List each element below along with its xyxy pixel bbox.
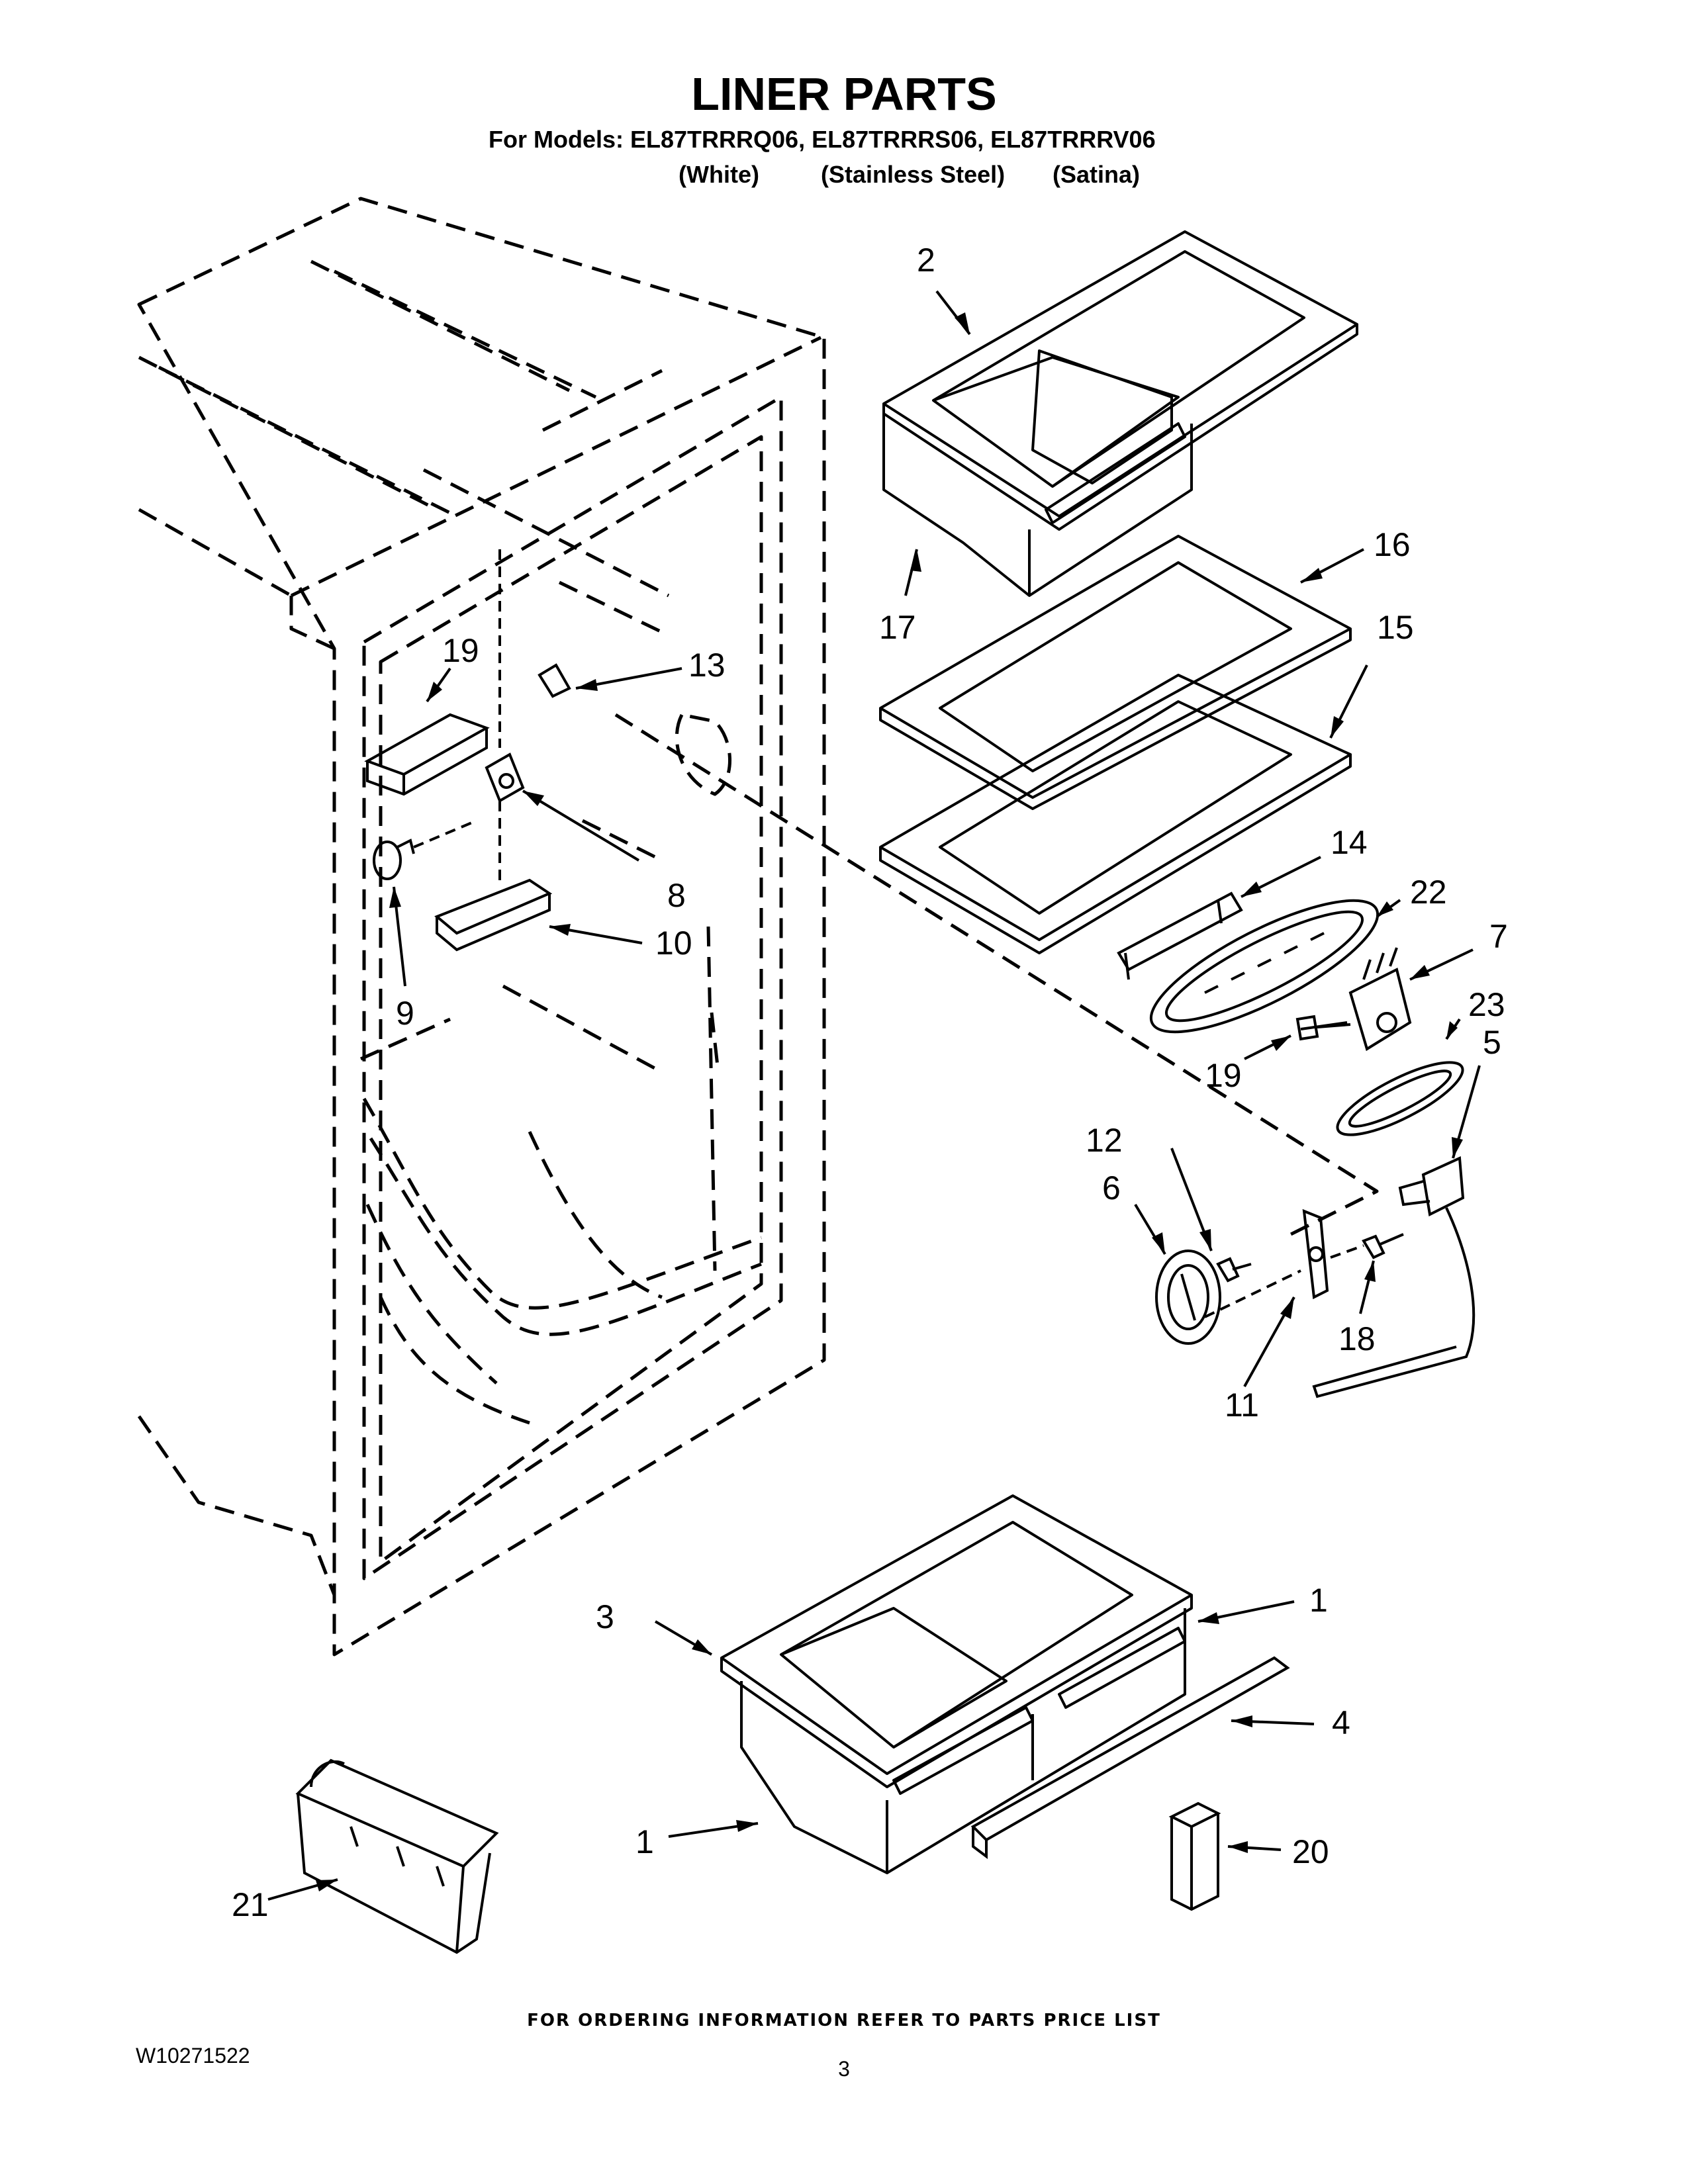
- callout-4: 4: [1332, 1704, 1350, 1741]
- part-6-knob: [1155, 1250, 1221, 1345]
- callout-2: 2: [917, 242, 935, 279]
- page-title: LINER PARTS: [691, 68, 997, 120]
- part-12-screw: [1204, 1257, 1301, 1318]
- part-8-socket: [485, 549, 525, 880]
- callout-9: 9: [396, 995, 414, 1032]
- ordering-note: FOR ORDERING INFORMATION REFER TO PARTS …: [527, 2011, 1161, 2030]
- part-11-bracket: [1302, 1208, 1329, 1300]
- leader-arrowheads: [316, 312, 1463, 1891]
- finish-white: (White): [679, 161, 759, 188]
- leader-lines: [267, 290, 1481, 1901]
- part-19-screw: [1295, 1015, 1351, 1041]
- callout-12: 12: [1086, 1122, 1123, 1159]
- part-22-vent-cover: [1149, 899, 1380, 1034]
- part-21-door-bin: [295, 1758, 499, 1954]
- callout-21: 21: [232, 1886, 269, 1923]
- part-15-shelf: [879, 674, 1352, 954]
- callout-15: 15: [1377, 609, 1414, 646]
- part-3-crisper-cover: [720, 1494, 1193, 1788]
- finish-satina: (Satina): [1053, 161, 1141, 188]
- callout-numbers: 2 17 16 15 19 13 8 9 10 14 22 7 23 5 19 …: [232, 242, 1508, 1923]
- callout-19b: 19: [1205, 1057, 1242, 1094]
- callout-22: 22: [1410, 874, 1447, 911]
- part-16-shelf: [879, 535, 1352, 810]
- callout-6: 6: [1102, 1169, 1121, 1206]
- callout-18: 18: [1338, 1320, 1376, 1357]
- part-19-light-housing: [364, 713, 490, 796]
- callout-10: 10: [655, 925, 692, 962]
- callout-17: 17: [879, 609, 916, 646]
- part-23-lens: [1336, 1061, 1464, 1136]
- finish-stainless-steel: (Stainless Steel): [821, 161, 1006, 188]
- part-14-bracket: [1117, 891, 1243, 980]
- callout-7: 7: [1489, 918, 1508, 955]
- part-1-crisper-drawer: [740, 1608, 1186, 1874]
- callout-3: 3: [596, 1598, 614, 1635]
- callout-1a: 1: [1309, 1582, 1328, 1619]
- callout-11: 11: [1225, 1387, 1259, 1424]
- part-13-clip: [538, 663, 571, 698]
- part-20-block: [1168, 1801, 1221, 1911]
- models-line: For Models: EL87TRRRQ06, EL87TRRRS06, EL…: [489, 126, 1156, 153]
- page-number: 3: [838, 2057, 850, 2081]
- part-7-control: [1300, 947, 1412, 1052]
- part-2-top-pan: [882, 230, 1358, 597]
- callout-16: 16: [1374, 526, 1411, 563]
- part-5-thermostat: [1312, 1156, 1476, 1398]
- callout-1b: 1: [635, 1823, 654, 1860]
- cabinet-liner: [137, 197, 1379, 1657]
- part-10-shield: [434, 878, 553, 952]
- callout-23: 23: [1468, 986, 1505, 1023]
- document-number: W10271522: [136, 2044, 250, 2068]
- callout-13: 13: [688, 647, 726, 684]
- part-9-bulb: [373, 819, 477, 880]
- part-4-trim: [970, 1656, 1290, 1859]
- part-18-screw: [1330, 1233, 1404, 1259]
- callout-8: 8: [667, 877, 686, 914]
- callout-14: 14: [1331, 824, 1368, 861]
- callout-20: 20: [1292, 1833, 1329, 1870]
- callout-5: 5: [1483, 1024, 1501, 1061]
- callout-19a: 19: [442, 632, 479, 669]
